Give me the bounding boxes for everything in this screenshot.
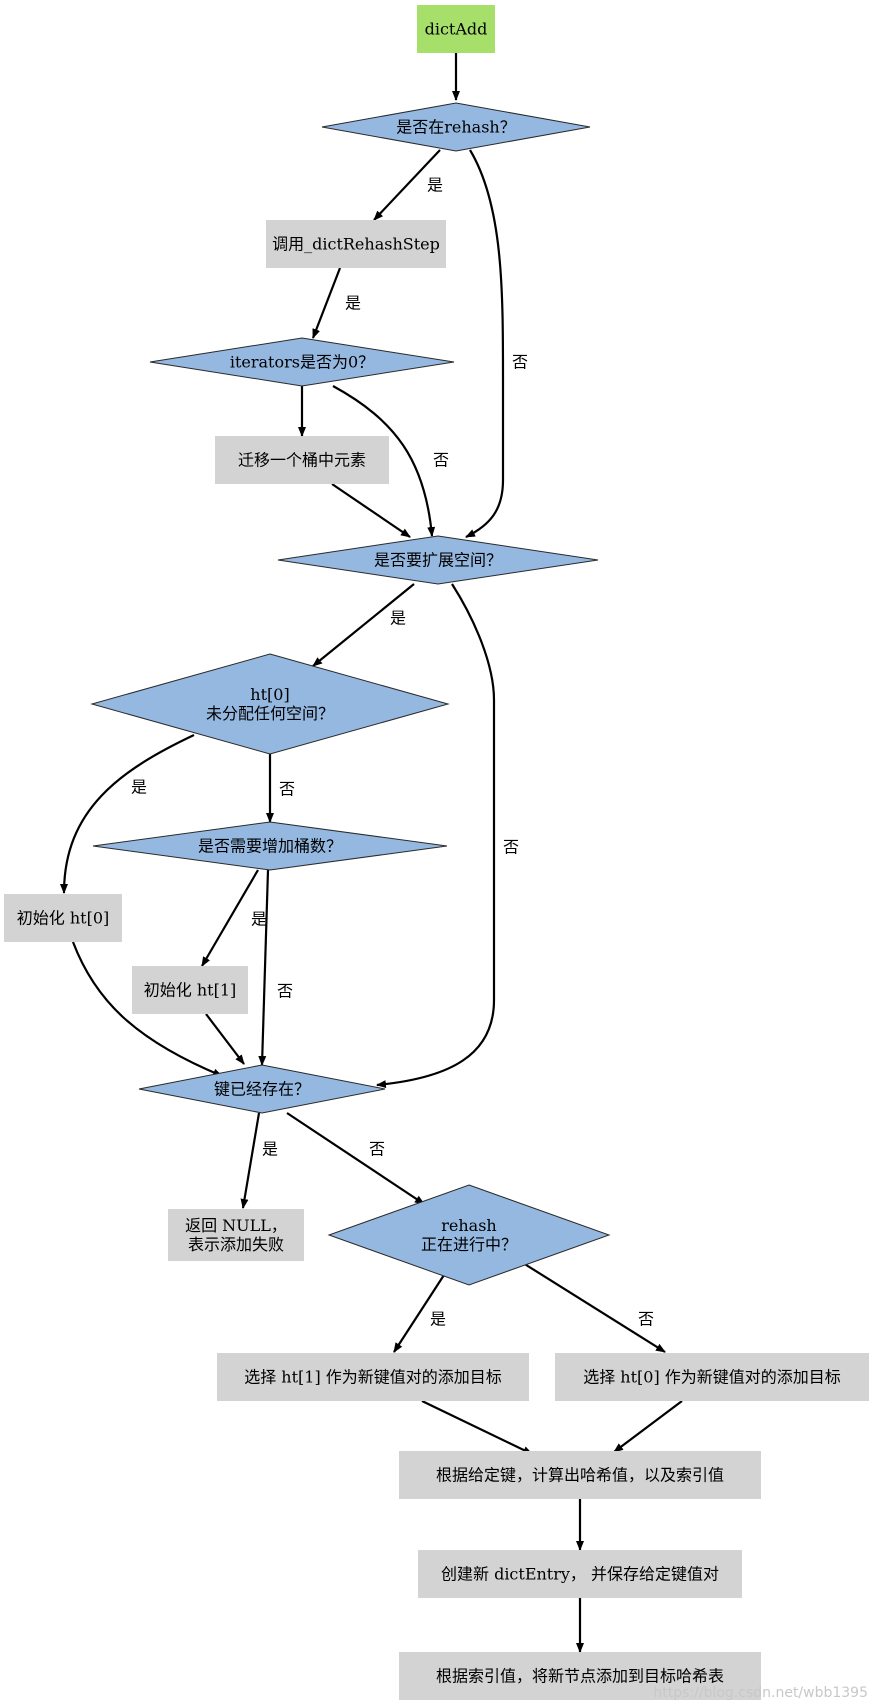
node-ht0-unallocated: ht[0]未分配任何空间？ <box>90 653 450 755</box>
decision-diamond <box>90 653 450 755</box>
edge-call_rehash_step-to-iterators_zero <box>311 267 342 339</box>
decision-diamond <box>149 337 455 387</box>
process-box <box>399 1652 761 1700</box>
edge-ht0_unallocated-to-init_ht0 <box>60 734 195 894</box>
node-label: 调用_dictRehashStep <box>272 235 440 254</box>
edge-init_ht1-to-key_exists <box>205 1013 245 1065</box>
node-select-ht0: 选择 ht[0] 作为新键值对的添加目标 <box>555 1353 869 1401</box>
node-label: 选择 ht[0] 作为新键值对的添加目标 <box>583 1368 841 1387</box>
node-label: dictAdd <box>425 20 488 39</box>
edge-is_rehashing-to-call_rehash_step <box>373 149 441 221</box>
node-init-ht1: 初始化 ht[1] <box>132 966 248 1014</box>
edge-key_exists-to-rehash_in_progress <box>286 1112 425 1205</box>
process-box <box>555 1353 869 1401</box>
edge-label-key_exists-to-rehash_in_progress: 否 <box>369 1140 385 1159</box>
edge-label-key_exists-to-return_null: 是 <box>262 1140 278 1159</box>
decision-diamond <box>92 821 448 871</box>
node-label: 根据索引值，将新节点添加到目标哈希表 <box>436 1667 724 1686</box>
node-label: 根据给定键，计算出哈希值，以及索引值 <box>436 1466 724 1485</box>
node-label: rehash <box>441 1216 496 1235</box>
node-label: 初始化 ht[0] <box>17 909 110 928</box>
node-label: 选择 ht[1] 作为新键值对的添加目标 <box>244 1368 502 1387</box>
node-label: 未分配任何空间？ <box>206 704 334 723</box>
edge-select_ht0-to-compute_hash <box>613 1400 683 1453</box>
decision-diamond <box>138 1064 386 1114</box>
node-migrate-bucket: 迁移一个桶中元素 <box>215 436 389 484</box>
decision-diamond <box>277 535 599 585</box>
edge-label-ht0_unallocated-to-init_ht0: 是 <box>131 778 147 797</box>
process-box <box>132 966 248 1014</box>
edge-need_expand-to-ht0_unallocated <box>312 583 415 667</box>
edge-need_more_buckets-to-key_exists <box>258 869 270 1066</box>
edge-label-call_rehash_step-to-iterators_zero: 是 <box>345 294 361 313</box>
edge-rehash_in_progress-to-select_ht1 <box>393 1274 445 1353</box>
process-box <box>168 1209 304 1261</box>
node-label: iterators是否为0？ <box>230 353 374 372</box>
decision-diamond <box>327 1184 611 1286</box>
node-create-entry: 创建新 dictEntry， 并保存给定键值对 <box>418 1550 742 1598</box>
edge-key_exists-to-return_null <box>240 1112 261 1209</box>
node-need-expand: 是否要扩展空间？ <box>277 535 599 585</box>
edge-label-rehash_in_progress-to-select_ht0: 否 <box>638 1310 654 1329</box>
edge-need_more_buckets-to-init_ht1 <box>201 869 259 967</box>
node-label: 是否要扩展空间？ <box>374 551 502 570</box>
edge-label-rehash_in_progress-to-select_ht1: 是 <box>430 1310 446 1329</box>
node-dict-add: dictAdd <box>417 5 495 53</box>
edge-init_ht0-to-key_exists <box>71 941 223 1078</box>
node-init-ht0: 初始化 ht[0] <box>4 894 122 942</box>
node-label: 正在进行中？ <box>421 1235 517 1254</box>
node-label: 返回 NULL， <box>185 1216 287 1235</box>
node-label: 表示添加失败 <box>188 1235 284 1254</box>
process-box <box>4 894 122 942</box>
edge-is_rehashing-to-need_expand <box>465 149 505 538</box>
watermark: https://blog.csdn.net/wbb1395 <box>653 1685 868 1701</box>
process-box <box>217 1353 529 1401</box>
edge-label-need_expand-to-ht0_unallocated: 是 <box>390 609 406 628</box>
edge-label-is_rehashing-to-need_expand: 否 <box>512 353 528 372</box>
node-select-ht1: 选择 ht[1] 作为新键值对的添加目标 <box>217 1353 529 1401</box>
node-label: 创建新 dictEntry， 并保存给定键值对 <box>441 1565 719 1584</box>
node-label: 键已经存在？ <box>214 1080 310 1099</box>
edge-label-need_more_buckets-to-init_ht1: 是 <box>251 910 267 929</box>
edge-label-iterators_zero-to-need_expand: 否 <box>433 451 449 470</box>
process-box <box>399 1451 761 1499</box>
node-iterators-zero: iterators是否为0？ <box>149 337 455 387</box>
node-label: 初始化 ht[1] <box>144 981 237 1000</box>
node-add-to-table: 根据索引值，将新节点添加到目标哈希表 <box>399 1652 761 1700</box>
edge-label-need_more_buckets-to-key_exists: 否 <box>277 982 293 1001</box>
edge-label-ht0_unallocated-to-need_more_buckets: 否 <box>279 780 295 799</box>
decision-diamond <box>321 102 591 152</box>
node-key-exists: 键已经存在？ <box>138 1064 386 1114</box>
node-is-rehashing: 是否在rehash？ <box>321 102 591 152</box>
node-need-more-buckets: 是否需要增加桶数？ <box>92 821 448 871</box>
node-compute-hash: 根据给定键，计算出哈希值，以及索引值 <box>399 1451 761 1499</box>
edge-iterators_zero-to-need_expand <box>332 385 436 537</box>
process-box <box>418 1550 742 1598</box>
edge-migrate_bucket-to-need_expand <box>331 483 411 538</box>
edge-need_expand-to-key_exists <box>376 583 496 1089</box>
edge-label-need_expand-to-key_exists: 否 <box>503 838 519 857</box>
node-call-rehash-step: 调用_dictRehashStep <box>266 220 446 268</box>
edge-label-is_rehashing-to-call_rehash_step: 是 <box>427 176 443 195</box>
edge-select_ht1-to-compute_hash <box>421 1400 533 1455</box>
node-label: ht[0] <box>250 685 289 704</box>
process-box <box>266 220 446 268</box>
process-box <box>215 436 389 484</box>
node-label: 迁移一个桶中元素 <box>238 451 366 470</box>
node-label: 是否在rehash？ <box>396 118 515 137</box>
node-return-null: 返回 NULL，表示添加失败 <box>168 1209 304 1261</box>
node-label: 是否需要增加桶数？ <box>198 837 342 856</box>
edge-rehash_in_progress-to-select_ht0 <box>522 1262 666 1353</box>
start-box <box>417 5 495 53</box>
